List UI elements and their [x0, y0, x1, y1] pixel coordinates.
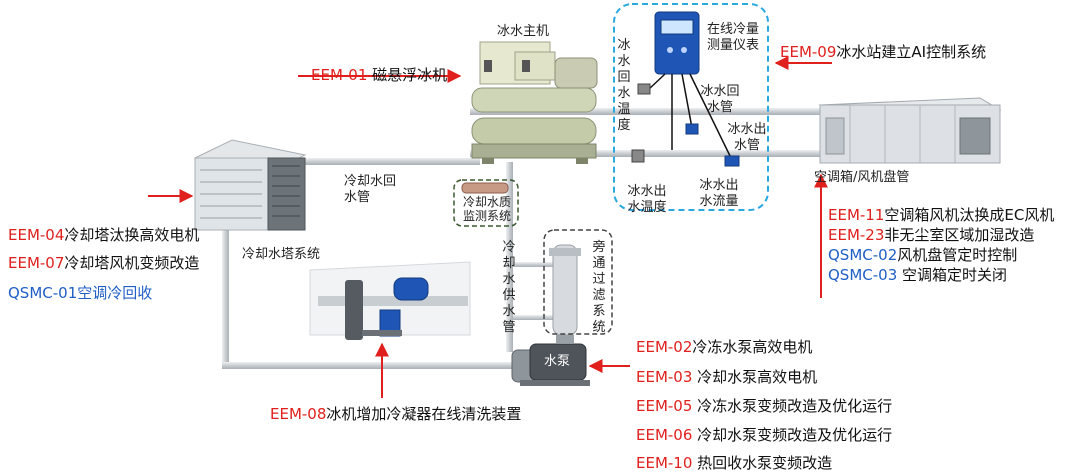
item-eem07-text: 冷却塔风机变频改造	[64, 254, 200, 272]
bypass-filter-graphic	[549, 244, 581, 343]
item-eem04-text: 冷却塔汰换高效电机	[64, 226, 200, 244]
water-quality-label: 冷却水质监测系统	[462, 195, 511, 223]
item-eem11-code: EEM-11	[828, 206, 885, 224]
pipes	[222, 108, 828, 369]
item-eem10: EEM-10 热回收水泵变频改造	[636, 454, 832, 472]
item-eem11: EEM-11空调箱风机汰换成EC风机	[828, 206, 1054, 224]
ahu-label: 空调箱/风机盘管	[814, 170, 910, 185]
bypass-dashed-frame	[543, 229, 613, 335]
pipe-bottom	[222, 362, 512, 369]
item-eem06: EEM-06 冷却水泵变频改造及优化运行	[636, 426, 892, 444]
item-eem23: EEM-23非无尘室区域加湿改造	[828, 226, 1034, 244]
item-eem10-code: EEM-10	[636, 454, 693, 472]
pipe-left-vertical	[222, 220, 229, 368]
item-eem04: EEM-04冷却塔汰换高效电机	[8, 226, 199, 244]
item-eem08-code: EEM-08	[270, 405, 327, 423]
pipe-chw-return	[470, 108, 828, 115]
water-quality-dashed-frame	[453, 179, 519, 227]
item-eem07: EEM-07冷却塔风机变频改造	[8, 254, 199, 272]
cw-return-label: 冷却水回水管	[344, 174, 397, 205]
pump-graphic	[511, 343, 590, 386]
item-eem03-text: 冷却水泵高效电机	[692, 368, 818, 386]
item-eem03-code: EEM-03	[636, 368, 693, 386]
chw-meter-dashed-frame	[613, 3, 769, 211]
item-eem01: EEM-01 磁悬浮冰机	[311, 66, 447, 84]
item-qsmc03-text: 空调箱定时关闭	[897, 266, 1008, 284]
item-qsmc02: QSMC-02风机盘管定时控制	[828, 246, 1017, 264]
item-eem05: EEM-05 冷冻水泵变频改造及优化运行	[636, 397, 892, 415]
condenser-cleaning-graphic	[309, 261, 471, 340]
chiller-graphic	[471, 41, 598, 164]
item-qsmc01-text: 空调冷回收	[77, 284, 153, 302]
item-eem04-code: EEM-04	[8, 226, 65, 244]
item-eem06-text: 冷却水泵变频改造及优化运行	[692, 426, 893, 444]
pipe-bypass-top	[513, 262, 553, 267]
item-eem07-code: EEM-07	[8, 254, 65, 272]
item-eem02-code: EEM-02	[636, 338, 693, 356]
cooling-tower-label: 冷却水塔系统	[242, 247, 321, 262]
item-eem02-text: 冷冻水泵高效电机	[692, 338, 813, 356]
item-qsmc02-code: QSMC-02	[828, 246, 898, 264]
cooling-tower-graphic	[193, 139, 307, 231]
bypass-filter-label: 旁通过滤系统	[592, 240, 606, 335]
pipe-cw-supply-vertical	[506, 162, 513, 352]
chw-return-pipe-label: 冰水回水管	[700, 84, 740, 115]
cold-meter-graphic	[647, 11, 733, 161]
item-eem11-text: 空调箱风机汰换成EC风机	[884, 206, 1055, 224]
item-eem09: EEM-09冰水站建立AI控制系统	[780, 43, 986, 61]
item-eem05-text: 冷冻水泵变频改造及优化运行	[692, 397, 893, 415]
cw-supply-label: 冷却水供水管	[502, 240, 516, 335]
item-eem23-code: EEM-23	[828, 226, 885, 244]
pipe-cw-return	[270, 158, 480, 165]
sensors	[631, 83, 740, 167]
pump-label: 水泵	[544, 354, 571, 369]
item-eem08-text: 冰机增加冷凝器在线清洗装置	[326, 405, 522, 423]
pipe-bypass-bottom	[513, 315, 553, 320]
meter-label: 在线冷量测量仪表	[707, 22, 760, 53]
water-quality-sensor	[461, 182, 509, 194]
ahu-graphic	[818, 97, 1002, 164]
chw-supply-temp-label: 冰水出水温度	[627, 184, 667, 215]
item-eem23-text: 非无尘室区域加湿改造	[884, 226, 1035, 244]
chw-return-temp-label: 冰水回水温度	[617, 38, 631, 133]
item-eem09-text: 冰水站建立AI控制系统	[836, 43, 987, 61]
item-eem02: EEM-02冷冻水泵高效电机	[636, 338, 812, 356]
item-eem03: EEM-03 冷却水泵高效电机	[636, 368, 817, 386]
item-eem01-text: 磁悬浮冰机	[367, 66, 448, 84]
item-qsmc01: QSMC-01空调冷回收	[8, 284, 152, 302]
chw-supply-pipe-label: 冰水出水管	[727, 122, 767, 153]
chiller-label: 冰水主机	[497, 24, 550, 39]
item-eem05-code: EEM-05	[636, 397, 693, 415]
annotation-arrows	[148, 56, 832, 398]
item-qsmc03-code: QSMC-03	[828, 266, 898, 284]
item-eem09-code: EEM-09	[780, 43, 837, 61]
item-eem10-text: 热回收水泵变频改造	[692, 454, 833, 472]
item-eem08: EEM-08冰机增加冷凝器在线清洗装置	[270, 405, 521, 423]
item-qsmc03: QSMC-03 空调箱定时关闭	[828, 266, 1007, 284]
item-eem06-code: EEM-06	[636, 426, 693, 444]
item-qsmc01-code: QSMC-01	[8, 284, 78, 302]
item-qsmc02-text: 风机盘管定时控制	[897, 246, 1018, 264]
item-eem01-code: EEM-01	[311, 66, 368, 84]
chw-flow-label: 冰水出水流量	[699, 178, 739, 209]
pipe-chw-supply	[470, 150, 828, 157]
